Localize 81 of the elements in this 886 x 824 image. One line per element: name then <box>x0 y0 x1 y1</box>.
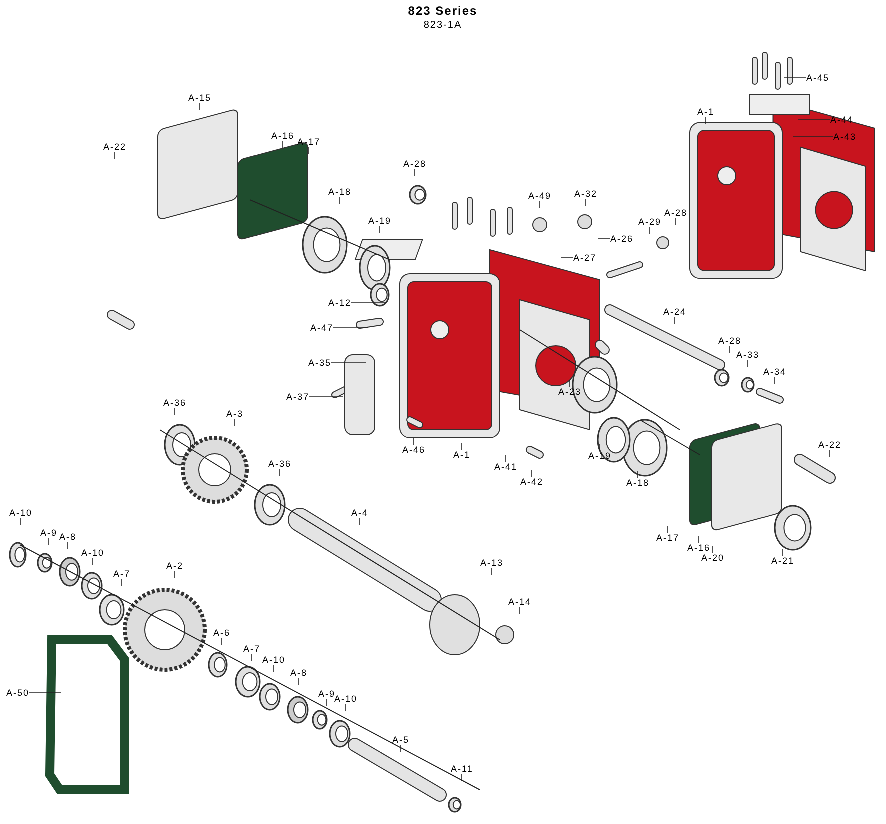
callout-number: A-13 <box>480 558 504 568</box>
callout-number: A-2 <box>166 561 184 571</box>
leader-line <box>331 362 367 364</box>
leader-line <box>282 140 284 148</box>
callout-number: A-17 <box>656 533 680 543</box>
leader-line <box>48 538 50 546</box>
callout-number: A-9 <box>318 689 336 699</box>
leader-line <box>414 168 416 176</box>
callout-number: A-8 <box>60 532 77 542</box>
model-number: 823-1A <box>424 20 462 31</box>
callout-number: A-32 <box>574 189 598 199</box>
callout-number: A-28 <box>404 159 427 169</box>
callout-number: A-43 <box>834 132 857 142</box>
callout-number: A-11 <box>451 764 474 774</box>
leader-line <box>298 678 300 686</box>
leader-line <box>308 146 310 154</box>
callout-number: A-47 <box>310 323 334 333</box>
callout-number: A-36 <box>164 398 187 408</box>
leader-line <box>598 238 611 240</box>
callout-number: A-16 <box>688 543 711 553</box>
callout-number: A-9 <box>40 528 58 538</box>
leader-line <box>698 536 700 544</box>
callout-number: A-42 <box>520 477 544 487</box>
callout-number: A-28 <box>664 208 688 218</box>
callout-number: A-26 <box>610 234 634 244</box>
leader-line <box>674 316 676 324</box>
callout-number: A-29 <box>638 217 662 227</box>
callout-number: A-12 <box>328 298 352 308</box>
callout-number: A-36 <box>268 459 292 469</box>
callout-number: A-7 <box>244 644 261 654</box>
callout-number: A-50 <box>6 688 30 698</box>
leader-line <box>29 692 62 694</box>
leader-line <box>20 518 22 526</box>
callout-number: A-18 <box>626 478 650 488</box>
callout-number: A-1 <box>454 450 471 460</box>
leader-line <box>782 548 784 556</box>
leader-line <box>712 546 714 554</box>
leader-line <box>309 396 344 398</box>
callout-number: A-20 <box>702 553 725 563</box>
callout-number: A-10 <box>10 508 33 518</box>
callout-number: A-41 <box>494 462 518 472</box>
callout-number: A-6 <box>214 628 231 638</box>
callout-number: A-33 <box>736 350 760 360</box>
callout-number: A-4 <box>352 508 369 518</box>
leader-line <box>774 376 776 384</box>
callout-number: A-35 <box>308 358 332 368</box>
callout-number: A-28 <box>718 336 742 346</box>
callout-number: A-10 <box>262 655 286 665</box>
callout-number: A-46 <box>402 445 426 455</box>
diagram-title: 823 Series <box>408 4 478 18</box>
callout-number: A-14 <box>508 597 532 607</box>
callout-number: A-49 <box>528 191 552 201</box>
callout-number: A-17 <box>298 137 321 147</box>
callout-number: A-19 <box>368 216 392 226</box>
callout-number: A-15 <box>188 93 212 103</box>
callout-number: A-10 <box>334 694 358 704</box>
callout-number: A-10 <box>82 548 105 558</box>
leader-line <box>793 136 834 138</box>
callout-number: A-16 <box>272 131 295 141</box>
leader-line <box>114 152 116 160</box>
callout-number: A-37 <box>286 392 310 402</box>
callout-number: A-24 <box>664 307 687 317</box>
callout-number: A-3 <box>226 409 244 419</box>
leader-line <box>326 698 328 706</box>
callout-number: A-22 <box>104 142 127 152</box>
callout-number: A-8 <box>290 668 308 678</box>
callout-number: A-5 <box>392 735 410 745</box>
callout-number: A-18 <box>328 187 352 197</box>
callout-number: A-1 <box>698 107 715 117</box>
leader-line <box>400 744 402 752</box>
leader-line <box>234 418 236 426</box>
callout-number: A-7 <box>114 569 131 579</box>
callout-number: A-34 <box>764 367 787 377</box>
leader-line <box>174 570 176 578</box>
callout-number: A-27 <box>574 253 597 263</box>
leader-line <box>92 558 94 566</box>
callout-number: A-21 <box>772 556 795 566</box>
leader-line <box>174 408 176 416</box>
leader-line <box>351 302 387 304</box>
callout-number: A-22 <box>818 440 842 450</box>
callout-number: A-45 <box>806 73 830 83</box>
